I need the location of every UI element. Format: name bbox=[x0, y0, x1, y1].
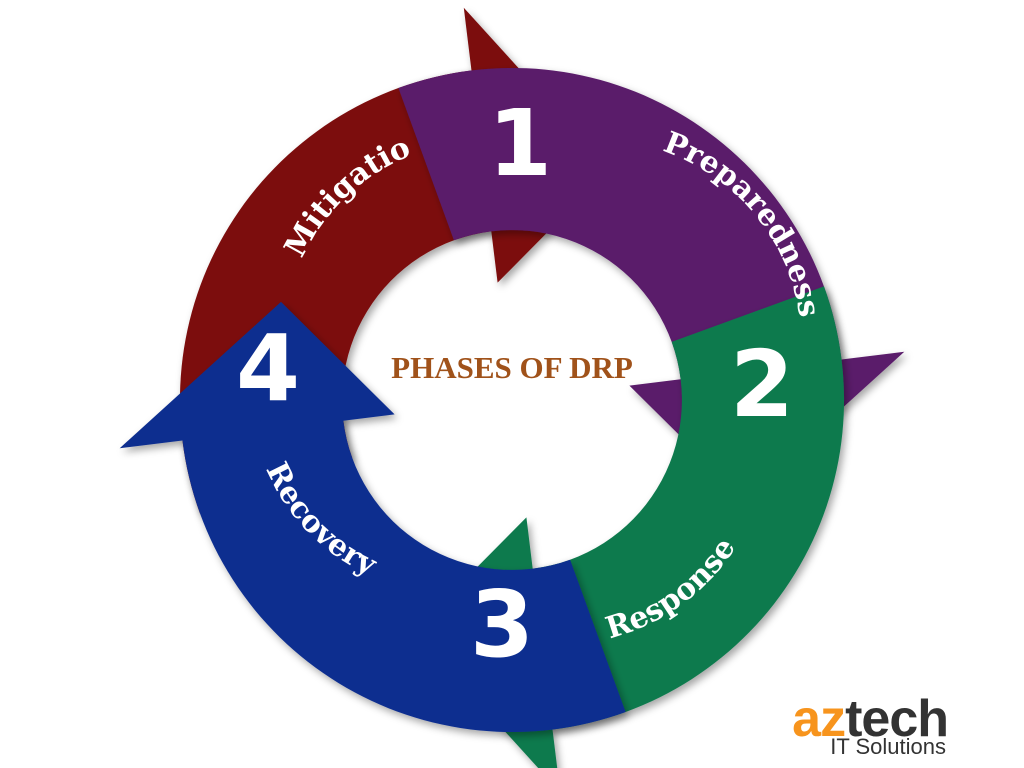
phase-number-4: 4 bbox=[236, 315, 300, 422]
logo-brand-accent: az bbox=[792, 690, 845, 748]
logo-wordmark: aztech bbox=[792, 690, 948, 748]
phase-number-1: 1 bbox=[488, 90, 552, 197]
recovery-arrow bbox=[119, 301, 626, 733]
phase-number-3: 3 bbox=[470, 571, 534, 678]
logo-tagline: IT Solutions bbox=[830, 734, 946, 759]
logo-brand-rest: tech bbox=[845, 690, 948, 748]
aztech-logo: aztech IT Solutions bbox=[792, 690, 949, 759]
cycle-arrows bbox=[119, 7, 905, 768]
diagram-title: PHASES OF DRP bbox=[391, 350, 633, 385]
phase-number-2: 2 bbox=[730, 331, 794, 438]
